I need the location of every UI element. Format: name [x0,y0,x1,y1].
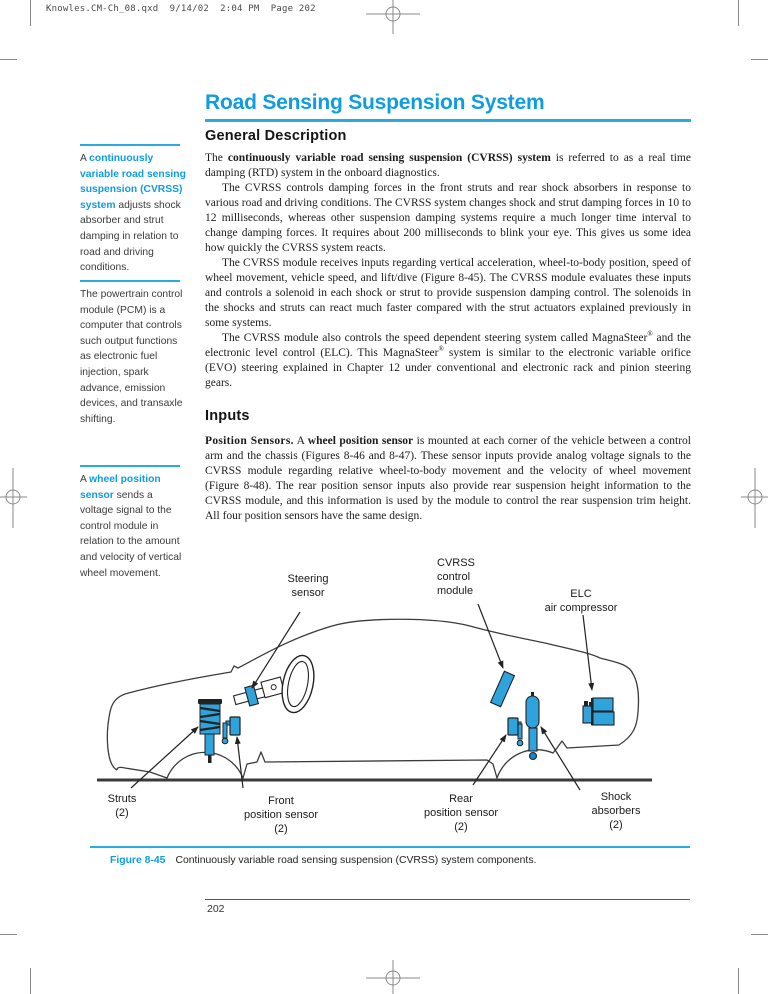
label-steering-sensor: Steering [288,573,329,585]
trim-dash-left-bottom [0,934,17,935]
paragraph-gd-3: The CVRSS module receives inputs regardi… [205,256,691,329]
margin-note-pcm: The powertrain control module (PCM) is a… [80,287,186,427]
crop-mark-top-right [738,0,739,26]
note-text: sends a voltage signal to the control mo… [80,489,182,579]
figure-caption: Figure 8-45 Continuously variable road se… [110,855,670,866]
strut-graphic [198,699,222,763]
registration-mark-right [741,468,768,528]
label-shocks: absorbers [592,805,641,817]
label-front-sensor: (2) [274,823,287,835]
trim-dash-right-bottom [751,934,768,935]
body-text: A [293,434,308,447]
registered-trademark-symbol: ® [438,344,444,353]
steering-column-graphic [232,676,286,707]
front-position-sensor-graphic [221,716,241,745]
title-rule [205,119,691,122]
heading-inputs: Inputs [205,407,250,424]
arrow-elc [582,614,595,691]
steering-wheel-graphic [281,654,315,714]
note-text: A [80,153,90,164]
note-text: The powertrain control module (PCM) is a… [80,289,183,425]
note-text: A [80,474,90,485]
label-elc: ELC [570,588,591,600]
diagram-labels: Steering sensor CVRSS control module ELC… [108,557,641,835]
figure-caption-rule [90,846,690,848]
trim-dash-left-top [0,59,17,60]
registration-mark-bottom [366,960,420,994]
label-shocks: Shock [601,791,632,803]
figure-caption-text: Continuously variable road sensing suspe… [175,855,537,866]
sidebar-rule-3 [80,465,180,467]
registered-trademark-symbol: ® [647,329,653,338]
footer-rule [205,899,690,900]
note-term: continuously variable road sensing suspe… [80,153,186,211]
paragraph-gd-1: The continuously variable road sensing s… [205,151,691,181]
body-text: is referred to as a real time damping (R… [205,151,691,179]
trim-dash-right-top [751,59,768,60]
arrow-front-sensor [234,736,244,789]
bold-term: wheel position sensor [307,434,414,447]
label-cvrss-module: CVRSS [437,557,475,569]
body-text: The CVRSS module also controls the speed… [222,331,648,344]
label-rear-sensor: (2) [454,821,467,833]
label-front-sensor: Front [268,795,294,807]
shock-absorber-graphic [525,692,540,761]
arrow-steering-sensor [251,611,301,689]
label-elc: air compressor [545,602,618,614]
body-text: and the electronic level control (ELC). … [205,331,691,359]
crop-mark-bottom-left [30,968,31,994]
cvrss-diagram: Steering sensor CVRSS control module ELC… [97,557,652,835]
arrow-struts [130,726,199,789]
sidebar-rule-2 [80,280,180,282]
page-number: 202 [207,903,225,915]
margin-note-cvrss: A continuously variable road sensing sus… [80,151,186,276]
body-text: is mounted at each corner of the vehicle… [205,434,691,522]
note-text: adjusts shock absorber and strut damping… [80,199,181,274]
figure-label: Figure 8-45 [110,855,166,866]
label-rear-sensor: position sensor [424,807,498,819]
car-outline [106,618,640,779]
body-text: The [205,151,228,164]
elc-compressor-graphic [582,697,615,726]
arrow-cvrss-module [477,603,504,669]
label-shocks: (2) [609,819,622,831]
sidebar-rule-1 [80,144,180,146]
rear-position-sensor-graphic [507,717,524,747]
margin-note-wheel-position-sensor: A wheel position sensor sends a voltage … [80,472,186,581]
printer-slug: Knowles.CM-Ch_08.qxd 9/14/02 2:04 PM Pag… [46,4,316,14]
paragraph-inputs-1: Position Sensors. A wheel position senso… [205,434,691,524]
crop-mark-bottom-right [738,968,739,994]
steering-sensor-graphic [244,684,260,707]
label-cvrss-module: module [437,585,473,597]
registration-mark-top [366,0,420,34]
arrow-shock [540,726,581,791]
heading-general-description: General Description [205,127,347,144]
paragraph-gd-4: The CVRSS module also controls the speed… [205,329,692,391]
bold-term: continuously variable road sensing suspe… [227,151,551,164]
label-cvrss-module: control [437,571,470,583]
label-steering-sensor: sensor [291,587,324,599]
arrow-rear-sensor [472,734,507,786]
label-rear-sensor: Rear [449,793,473,805]
page-title: Road Sensing Suspension System [205,91,545,114]
label-struts: (2) [115,807,128,819]
note-term: wheel position sensor [80,474,161,501]
body-text: system is similar to the electronic vari… [205,346,692,389]
registration-mark-left [0,468,27,528]
paragraph-lead: Position Sensors. [205,434,294,447]
leader-arrows [130,603,595,791]
cvrss-module-graphic [489,670,516,708]
label-struts: Struts [108,793,137,805]
paragraph-gd-2: The CVRSS controls damping forces in the… [205,181,691,254]
crop-mark-top-left [30,0,31,26]
label-front-sensor: position sensor [244,809,318,821]
main-column: Road Sensing Suspension System General D… [205,91,691,524]
